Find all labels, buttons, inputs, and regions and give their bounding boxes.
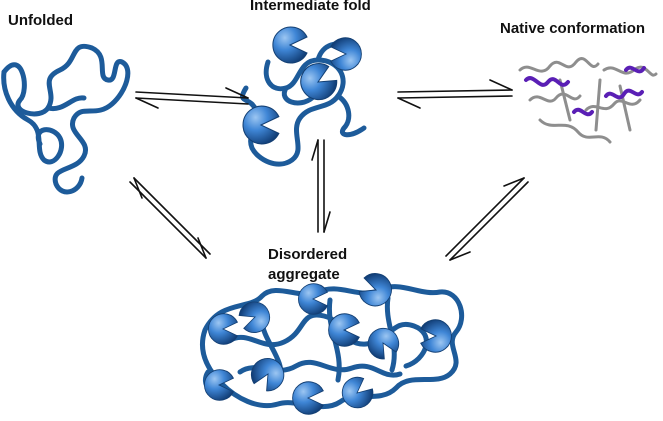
aggregate-domain-icon <box>204 369 234 401</box>
folded-domain-icon <box>272 26 308 64</box>
label-native-conformation: Native conformation <box>500 20 646 37</box>
label-aggregate-line2: aggregate <box>268 266 340 283</box>
disordered-aggregate <box>199 269 465 415</box>
label-disordered-aggregate: Disordered aggregate <box>268 245 347 285</box>
aggregate-domain-icon <box>245 352 291 396</box>
aggregate-domain-icon <box>355 269 397 311</box>
label-intermediate-fold: Intermediate fold <box>250 0 371 14</box>
unfolded-chain <box>1 43 131 195</box>
equilibrium-arrow-icon <box>397 79 513 109</box>
folded-domain-icon <box>330 37 362 71</box>
aggregate-domain-icon <box>292 381 324 415</box>
aggregate-domain-icon <box>328 313 360 347</box>
aggregate-domain-icon <box>335 371 379 415</box>
folded-domain-icon <box>242 105 280 145</box>
equilibrium-arrow-icon <box>445 177 529 261</box>
equilibrium-arrow-icon <box>311 139 331 233</box>
label-unfolded: Unfolded <box>8 12 73 29</box>
intermediate-fold <box>240 26 367 167</box>
equilibrium-arrow-icon <box>135 87 249 109</box>
native-structure <box>518 57 658 144</box>
equilibrium-arrow-icon <box>129 177 211 259</box>
label-aggregate-line1: Disordered <box>268 246 348 263</box>
aggregate-domain-icon <box>298 283 328 315</box>
aggregate-domain-icon <box>208 313 238 345</box>
